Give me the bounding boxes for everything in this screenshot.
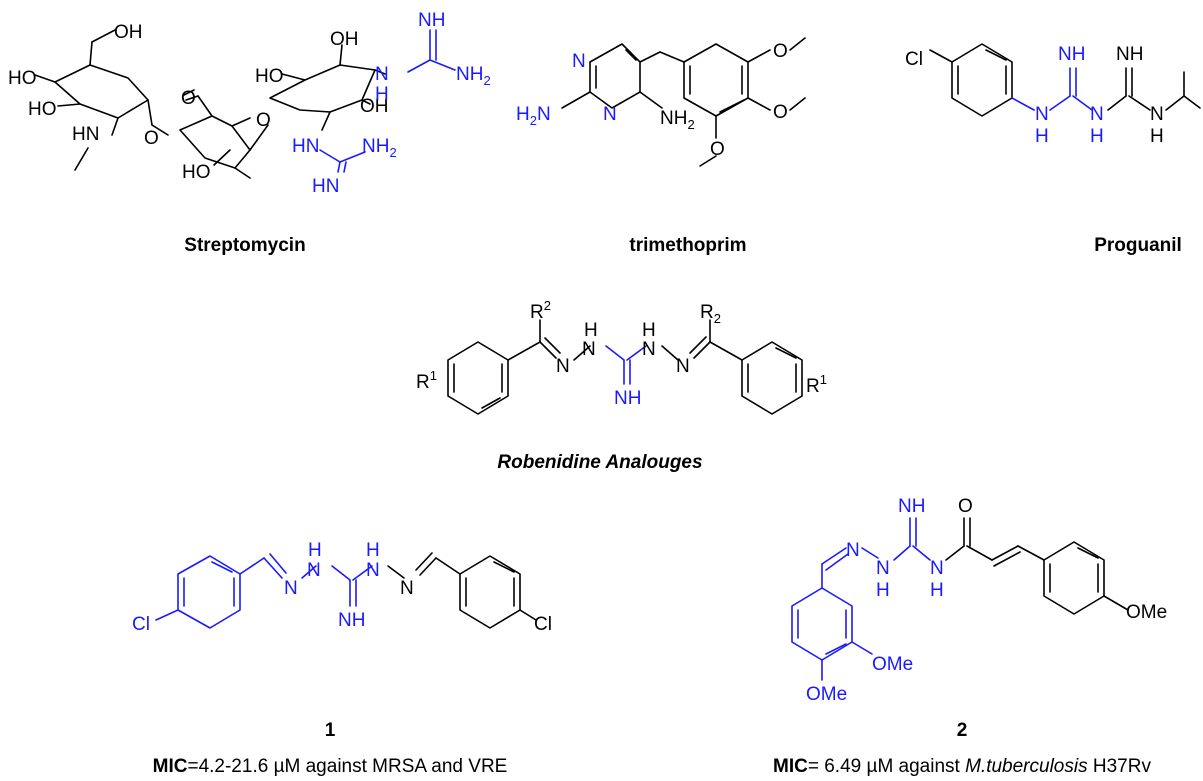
- atom-cl: Cl: [132, 614, 150, 635]
- atom-cl: Cl: [905, 49, 923, 70]
- atom-h: H: [375, 84, 389, 105]
- atom-nh2: NH2: [456, 64, 491, 88]
- atom-n: N: [603, 104, 617, 125]
- trimethoprim-structure: N N H2N NH2 O O O: [516, 37, 806, 167]
- atom-hn: HN: [72, 124, 99, 145]
- atom-r1: R1: [416, 368, 437, 393]
- atom-n: N: [930, 558, 944, 579]
- atom-ome: OMe: [872, 654, 913, 675]
- atom-nh: NH: [338, 610, 365, 631]
- atom-n: N: [556, 356, 570, 377]
- atom-h: H: [876, 580, 890, 601]
- atom-n: N: [846, 540, 860, 561]
- atom-r2: R2: [700, 302, 721, 326]
- proguanil-structure: Cl NH NH N H N H N H: [905, 43, 1201, 147]
- atom-h: H: [642, 320, 656, 341]
- compound-2-structure: N N H NH N H O OMe OMe OMe: [791, 496, 1167, 705]
- atom-o: O: [181, 88, 196, 109]
- atom-n: N: [572, 51, 586, 72]
- atom-n: N: [676, 356, 690, 377]
- atom-ho: HO: [255, 66, 284, 87]
- atom-h: H: [1035, 126, 1049, 147]
- compound-2-number: 2: [957, 720, 968, 741]
- atom-o: O: [773, 41, 788, 62]
- atom-ome: OMe: [806, 684, 847, 705]
- atom-h2n: H2N: [516, 104, 551, 128]
- atom-nh: NH: [418, 10, 445, 31]
- atom-o: O: [710, 139, 725, 160]
- atom-n: N: [307, 560, 321, 581]
- atom-ome: OMe: [1126, 602, 1167, 623]
- atom-oh: OH: [114, 22, 143, 43]
- atom-h: H: [1090, 126, 1104, 147]
- atom-r2: R2: [530, 298, 551, 323]
- atom-o: O: [144, 128, 159, 149]
- atom-oh: OH: [360, 96, 389, 117]
- atom-n: N: [284, 578, 298, 599]
- atom-nh: NH: [1058, 44, 1085, 65]
- atom-nh: NH: [898, 496, 925, 517]
- atom-nh2: NH2: [362, 136, 397, 160]
- atom-o: O: [958, 496, 973, 517]
- atom-n: N: [366, 560, 380, 581]
- atom-n: N: [1090, 104, 1104, 125]
- atom-h: H: [308, 540, 322, 561]
- atom-oh: OH: [330, 29, 359, 50]
- atom-o: O: [773, 102, 788, 123]
- compound-1-number: 1: [325, 720, 336, 741]
- robenidine-label: Robenidine Analouges: [497, 452, 702, 473]
- atom-hn: HN: [312, 176, 339, 197]
- atom-nh2: NH2: [660, 108, 695, 132]
- atom-o: O: [256, 110, 271, 131]
- atom-h: H: [1150, 126, 1164, 147]
- atom-ho: HO: [182, 162, 211, 183]
- atom-ho: HO: [28, 99, 57, 120]
- robenidine-structure: R1 R2 R2 R1 N H N H N N NH: [416, 298, 827, 415]
- trimethoprim-label: trimethoprim: [629, 235, 746, 256]
- compound-2-mic: MIC= 6.49 µM against M.tuberculosis H37R…: [773, 756, 1151, 777]
- atom-r1: R1: [806, 372, 827, 397]
- atom-n: N: [582, 339, 596, 360]
- compound-1-structure: Cl N H N H N N NH Cl: [132, 540, 552, 635]
- proguanil-label: Proguanil: [1094, 235, 1182, 256]
- atom-h: H: [930, 580, 944, 601]
- compound-1-mic: MIC=4.2-21.6 µM against MRSA and VRE: [153, 756, 508, 777]
- atom-h: H: [584, 320, 598, 341]
- atom-ho: HO: [8, 68, 37, 89]
- atom-n: N: [375, 64, 389, 85]
- atom-n: N: [642, 339, 656, 360]
- atom-h: H: [366, 540, 380, 561]
- atom-nh: NH: [614, 388, 641, 409]
- atom-n: N: [400, 578, 414, 599]
- atom-hn: HN: [292, 136, 319, 157]
- atom-nh: NH: [1116, 44, 1143, 65]
- atom-n: N: [1035, 104, 1049, 125]
- atom-cl: Cl: [534, 614, 552, 635]
- streptomycin-structure: OH HO HO HN O O O HO OH HO OH N H NH NH2…: [8, 10, 491, 197]
- atom-n: N: [1150, 104, 1164, 125]
- atom-n: N: [876, 558, 890, 579]
- streptomycin-label: Streptomycin: [184, 235, 305, 256]
